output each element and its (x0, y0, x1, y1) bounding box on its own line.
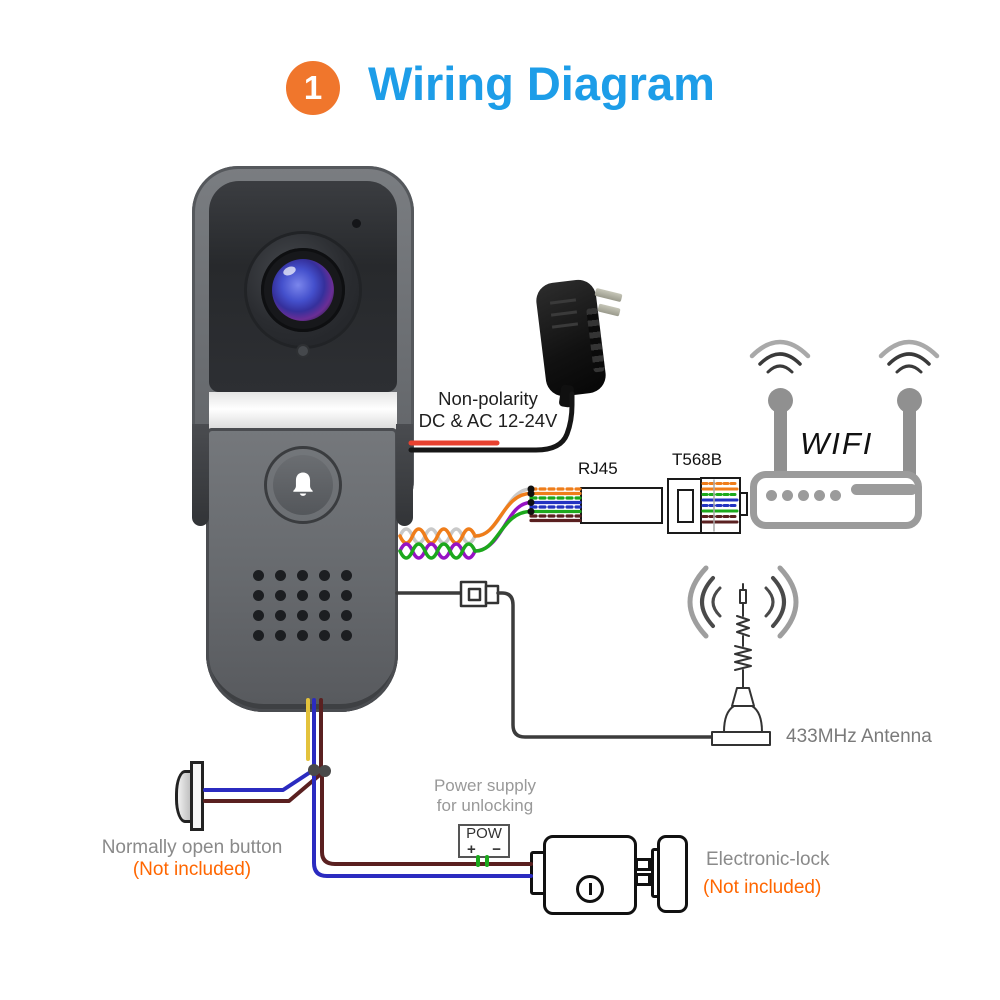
speaker-hole (297, 630, 308, 641)
strike-plate (657, 835, 688, 913)
router-bar (851, 484, 917, 495)
speaker-hole (319, 590, 330, 601)
step-number-badge: 1 (286, 61, 340, 115)
hood-rail-left (192, 424, 209, 526)
radio-waves-icon (777, 565, 799, 639)
radio-waves-icon (700, 576, 715, 628)
radio-waves-icon (687, 565, 709, 639)
page-title: Wiring Diagram (368, 57, 715, 110)
bell-button-ring (264, 446, 342, 524)
button-dome (175, 770, 192, 823)
pow-box-label: POW (466, 824, 502, 842)
speaker-hole (297, 610, 308, 621)
antenna-connector-plug (484, 584, 500, 605)
wire-blue-button (203, 769, 314, 792)
wire-brown-button (203, 771, 324, 803)
wire-green-riser (473, 509, 533, 553)
speaker-hole (319, 610, 330, 621)
router-status-dot (766, 490, 777, 501)
antenna-433 (687, 565, 799, 746)
speaker-hole (341, 610, 352, 621)
bell-button (273, 455, 333, 515)
microphone-hole (352, 219, 361, 228)
router-status-dot (830, 490, 841, 501)
bell-icon (293, 472, 313, 496)
speaker-hole (341, 570, 352, 581)
speaker-hole (275, 590, 286, 601)
speaker-hole (341, 630, 352, 641)
lock-keyhole (576, 875, 604, 903)
speaker-hole (253, 610, 264, 621)
speaker-hole (297, 570, 308, 581)
radio-waves-icon (764, 586, 775, 618)
wire-orange-twisted (398, 527, 477, 545)
antenna-433-label: 433MHz Antenna (786, 726, 932, 747)
light-sensor (296, 344, 310, 358)
wire-junction (527, 508, 535, 515)
rj45-label: RJ45 (578, 459, 618, 478)
antenna-connector-pin (467, 587, 482, 602)
lock-tab (635, 858, 651, 871)
t568b-label: T568B (672, 450, 723, 469)
speaker-hole (275, 610, 286, 621)
adapter-label: Non-polarity DC & AC 12-24V (418, 388, 558, 431)
t568b-boot-inner (677, 489, 694, 523)
lock-label: Electronic-lock (706, 849, 830, 870)
router-antenna-right (903, 399, 916, 475)
antenna-coil (736, 615, 750, 637)
pow-minus: − (492, 840, 501, 858)
speaker-grille (253, 570, 352, 641)
antenna-neck (731, 687, 755, 707)
button-plate (190, 761, 204, 831)
lock-tab (635, 873, 651, 886)
rj45-coupler (580, 487, 663, 524)
antenna-coil (734, 645, 752, 671)
router-status-dot (782, 490, 793, 501)
radio-waves-icon (771, 576, 786, 628)
open-button-label: Normally open button (101, 837, 283, 858)
wire-blue-to-lock (312, 768, 533, 878)
speaker-hole (319, 570, 330, 581)
t568b-plug-tab (739, 492, 748, 516)
speaker-hole (319, 630, 330, 641)
wire-antenna-run (496, 591, 715, 739)
wire-black-adapter-cord (408, 391, 575, 453)
lock-note: (Not included) (703, 877, 822, 898)
pow-box: POW + − (458, 824, 510, 858)
speaker-hole (341, 590, 352, 601)
wifi-waves-icon (749, 339, 940, 374)
speaker-hole (253, 590, 264, 601)
antenna-base-plate (711, 731, 771, 746)
speaker-hole (253, 630, 264, 641)
wire-orange-riser (473, 491, 533, 538)
router-status-dot (814, 490, 825, 501)
indicator-band (209, 392, 397, 430)
router-status-dot (798, 490, 809, 501)
wire-junction-dot (308, 764, 320, 776)
wire-junction (527, 499, 535, 506)
camera-lens (272, 259, 334, 321)
open-button-note: (Not included) (132, 859, 252, 880)
unlock-power-label: Power supply for unlocking (433, 776, 537, 815)
pow-plus: + (467, 840, 476, 858)
speaker-hole (275, 570, 286, 581)
wire-brown-to-lock (320, 769, 533, 866)
speaker-hole (275, 630, 286, 641)
router-antenna-left (774, 399, 787, 475)
router-antenna-right-cap (897, 388, 922, 413)
wifi-label: WIFI (800, 426, 874, 461)
router-antenna-left-cap (768, 388, 793, 413)
wire-junction-dot (319, 765, 331, 777)
antenna-base (723, 705, 763, 733)
wire-junction (527, 490, 535, 497)
speaker-hole (253, 570, 264, 581)
speaker-hole (297, 590, 308, 601)
wire-green-twisted (398, 542, 477, 560)
radio-waves-icon (711, 586, 722, 618)
